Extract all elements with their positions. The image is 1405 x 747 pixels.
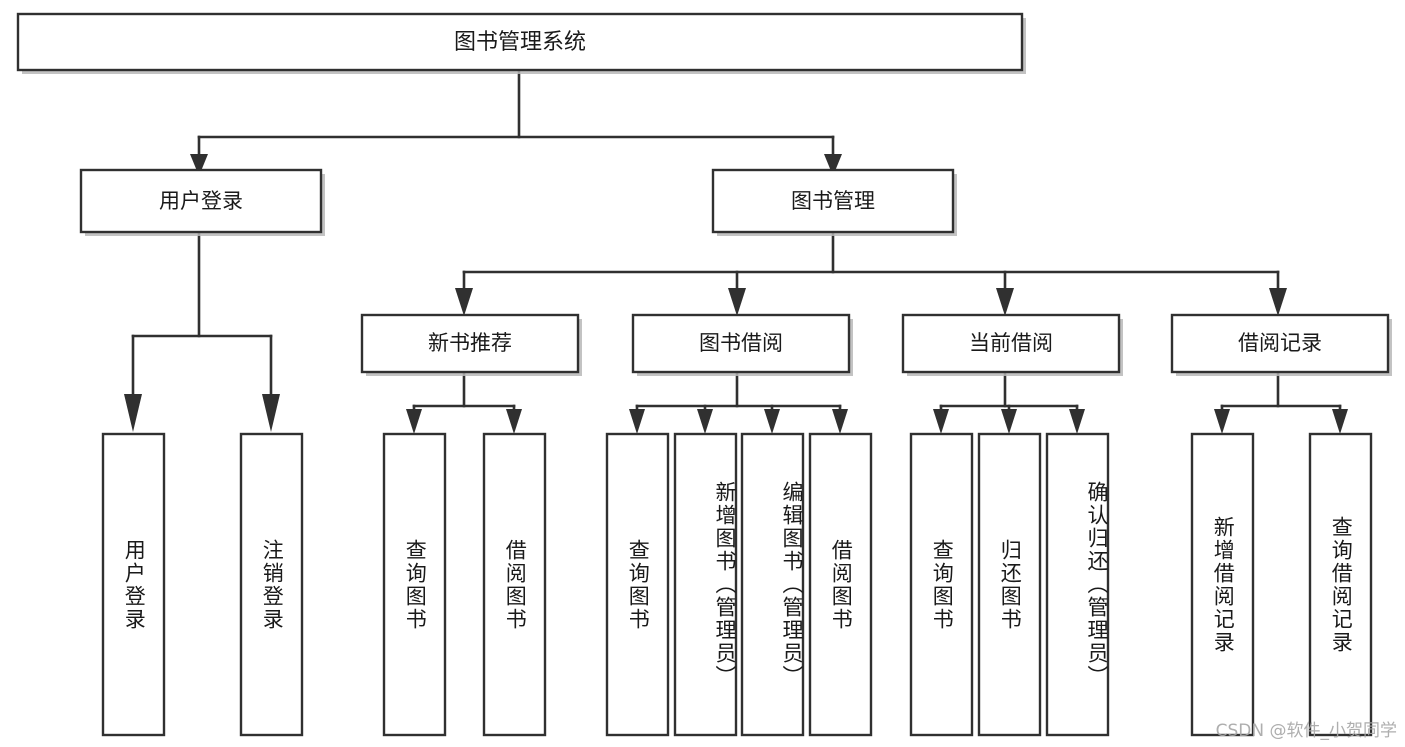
node-level1-book-management[interactable] bbox=[711, 168, 955, 234]
node-leaf-new-book-1[interactable] bbox=[482, 432, 547, 737]
node-level2-current-borrow[interactable] bbox=[901, 313, 1121, 374]
connector-layer bbox=[124, 67, 1348, 434]
arrowhead-l2-1 bbox=[728, 288, 746, 316]
arrowhead-l2-2 bbox=[996, 288, 1014, 316]
arrowhead-bookborrow-leaf2 bbox=[764, 409, 780, 434]
arrowhead-bookborrow-leaf0 bbox=[629, 409, 645, 434]
arrowhead-bookborrow-leaf1 bbox=[697, 409, 713, 434]
arrowhead-bookmgmt bbox=[824, 154, 842, 176]
node-level2-borrow-record[interactable] bbox=[1170, 313, 1390, 374]
node-leaf-borrow-record-0[interactable] bbox=[1190, 432, 1255, 737]
arrowhead-userlogin bbox=[190, 154, 208, 176]
arrowhead-currentborrow-leaf1 bbox=[1001, 409, 1017, 434]
node-leaf-book-borrow-1[interactable] bbox=[673, 432, 738, 737]
node-leaf-current-borrow-1[interactable] bbox=[977, 432, 1042, 737]
node-level2-book-borrow[interactable] bbox=[631, 313, 851, 374]
node-level2-current-borrow-label: 当前借阅 bbox=[969, 331, 1053, 355]
node-leaf-borrow-record-1[interactable] bbox=[1308, 432, 1373, 737]
arrowhead-borrowrecord-leaf0 bbox=[1214, 409, 1230, 434]
arrowhead-l2-0 bbox=[455, 288, 473, 316]
node-layer: 图书管理系统 用户登录 图书管理 新书推荐 图书借阅 当前借阅 借阅记录 bbox=[16, 12, 1390, 737]
arrowhead-newbook-leaf0 bbox=[406, 409, 422, 434]
node-leaf-book-borrow-0[interactable] bbox=[605, 432, 670, 737]
arrowhead-bookborrow-leaf3 bbox=[832, 409, 848, 434]
node-root-label: 图书管理系统 bbox=[454, 30, 586, 55]
node-leaf-new-book-0[interactable] bbox=[382, 432, 447, 737]
node-level1-user-login-label: 用户登录 bbox=[159, 189, 243, 213]
node-level2-new-book-recommend-label: 新书推荐 bbox=[428, 331, 512, 355]
node-level2-borrow-record-label: 借阅记录 bbox=[1238, 331, 1322, 355]
arrowhead-currentborrow-leaf0 bbox=[933, 409, 949, 434]
node-level1-book-management-label: 图书管理 bbox=[791, 189, 875, 213]
arrowhead-userlogin-leaf0 bbox=[124, 394, 142, 432]
node-leaf-current-borrow-0[interactable] bbox=[909, 432, 974, 737]
arrowhead-newbook-leaf1 bbox=[506, 409, 522, 434]
arrowhead-l2-3 bbox=[1269, 288, 1287, 316]
arrowhead-currentborrow-leaf2 bbox=[1069, 409, 1085, 434]
node-leaf-book-borrow-2[interactable] bbox=[740, 432, 805, 737]
node-root[interactable] bbox=[16, 12, 1024, 72]
node-leaf-user-login-0[interactable] bbox=[101, 432, 166, 737]
node-level1-user-login[interactable] bbox=[79, 168, 323, 234]
node-level2-new-book-recommend[interactable] bbox=[360, 313, 580, 374]
node-leaf-book-borrow-3[interactable] bbox=[808, 432, 873, 737]
node-level2-book-borrow-label: 图书借阅 bbox=[699, 331, 783, 355]
node-leaf-current-borrow-2[interactable] bbox=[1045, 432, 1110, 737]
arrowhead-userlogin-leaf1 bbox=[262, 394, 280, 432]
arrowhead-borrowrecord-leaf1 bbox=[1332, 409, 1348, 434]
node-leaf-user-login-1[interactable] bbox=[239, 432, 304, 737]
